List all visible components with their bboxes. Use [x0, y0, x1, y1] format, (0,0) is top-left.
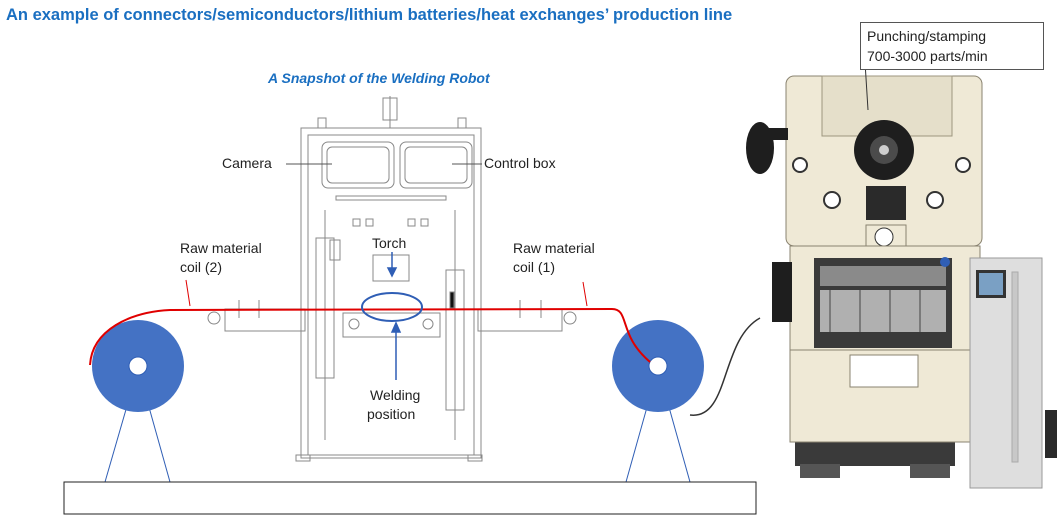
base-platform — [63, 481, 757, 515]
raw-coil-2-label-line2: coil (2) — [180, 259, 223, 275]
metal-strip — [89, 307, 651, 366]
welding-robot-frame — [207, 96, 577, 462]
callout-line1: Punching/stamping — [867, 28, 987, 44]
stamping-callout: Punching/stamping 700-3000 parts/min — [860, 22, 1044, 70]
raw-coil-1-label-line1: Raw material — [513, 240, 595, 256]
stamping-press — [746, 61, 1057, 489]
callout-line2: 700-3000 parts/min — [867, 48, 988, 64]
diagram-subtitle: A Snapshot of the Welding Robot — [268, 70, 490, 86]
raw-coil-2-label-line1: Raw material — [180, 240, 262, 256]
welding-position-label-line1: Welding — [370, 387, 421, 403]
camera-label: Camera — [222, 155, 272, 171]
press-cable — [689, 317, 761, 416]
welding-position-label-line2: position — [367, 406, 416, 422]
control-box-label: Control box — [484, 155, 556, 171]
raw-coil-1-label-line2: coil (1) — [513, 259, 556, 275]
welding-zone-marker — [361, 292, 423, 322]
page-title: An example of connectors/semiconductors/… — [6, 6, 733, 24]
torch-label: Torch — [372, 235, 407, 251]
